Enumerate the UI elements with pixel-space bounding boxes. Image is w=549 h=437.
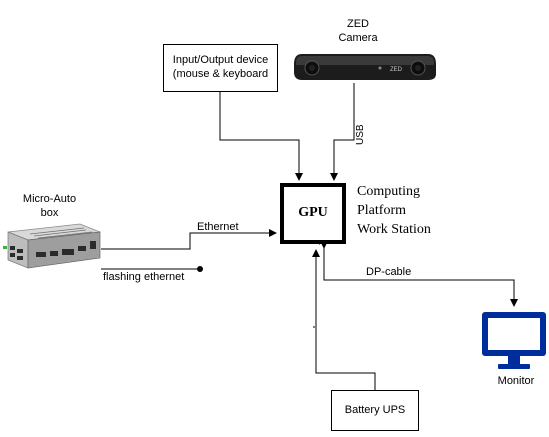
battery-ups-label: Battery UPS: [344, 404, 406, 416]
flashing-ethernet-label: flashing ethernet: [103, 271, 185, 283]
zed-camera-icon: ZED: [294, 54, 436, 80]
flashing-ethernet-endpoint: [197, 266, 203, 272]
gpu-box: GPU: [280, 183, 346, 244]
dp-cable-line: [320, 241, 518, 307]
workstation-line1: Computing: [357, 184, 421, 199]
io-device-line2: (mouse & keyboard: [172, 68, 269, 80]
micro-auto-box-icon: [3, 223, 101, 269]
ups-arrow: [312, 249, 376, 390]
usb-arrow: [330, 83, 355, 181]
ethernet-label: Ethernet: [197, 221, 239, 233]
micro-auto-title-line2: box: [40, 207, 59, 219]
dp-cable-label: DP-cable: [366, 266, 412, 278]
camera-title-line1: ZED: [347, 18, 369, 30]
micro-auto-title-line1: Micro-Auto: [22, 193, 77, 205]
workstation-line3: Work Station: [357, 222, 431, 237]
ethernet-arrow: [101, 229, 277, 250]
io-to-gpu-arrow: [219, 91, 303, 181]
usb-label: USB: [355, 124, 366, 145]
monitor-label: Monitor: [497, 375, 535, 387]
camera-brand-text: ZED: [390, 67, 403, 73]
battery-ups-box: Battery UPS: [331, 390, 419, 431]
gpu-label: GPU: [298, 205, 328, 220]
camera-title-line2: Camera: [338, 32, 378, 44]
io-device-box: Input/Output device (mouse & keyboard: [163, 44, 278, 92]
io-device-line1: Input/Output device: [172, 54, 269, 66]
monitor-icon: [482, 312, 546, 369]
workstation-line2: Platform: [357, 203, 406, 218]
